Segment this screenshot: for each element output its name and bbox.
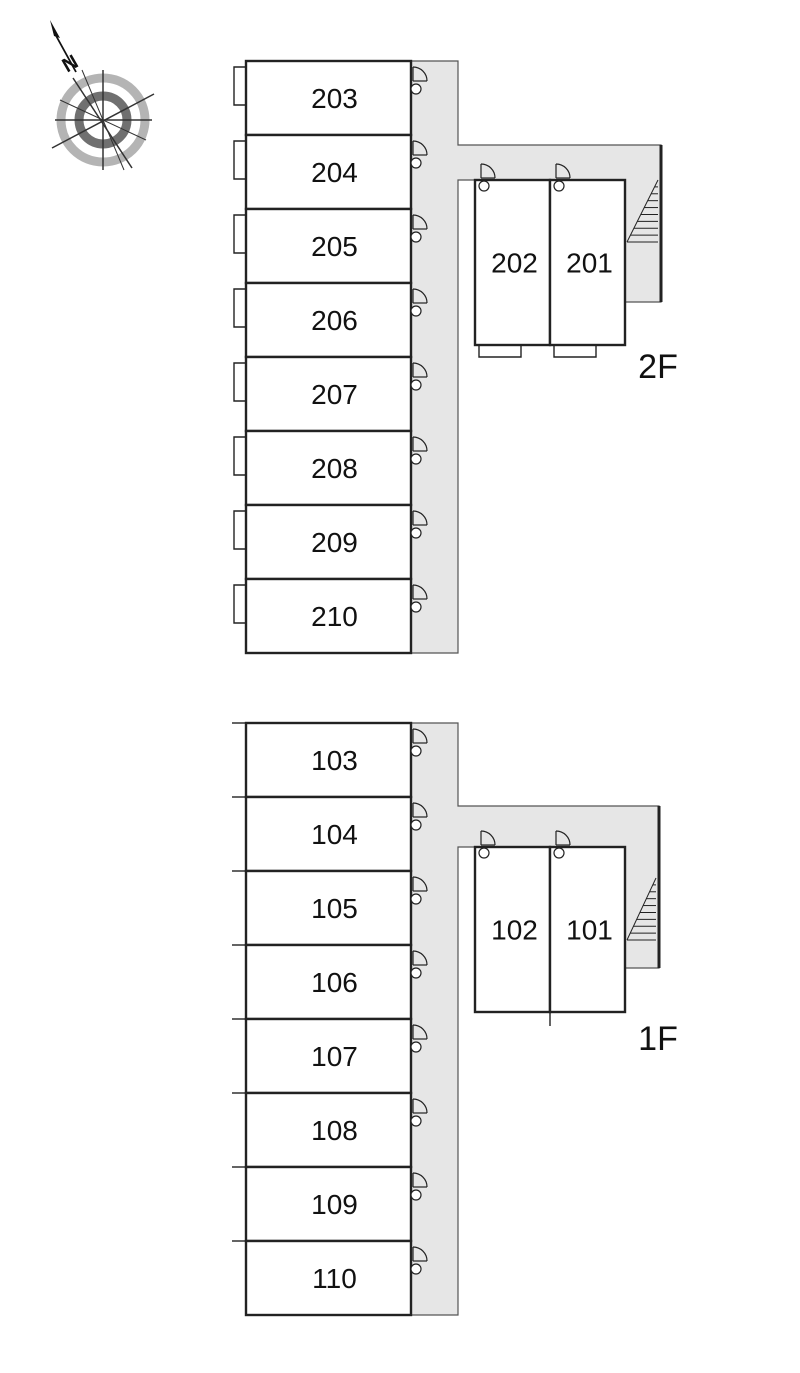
- door-icon: [410, 66, 428, 95]
- floor-label-2f: 2F: [638, 348, 678, 386]
- door-icon: [410, 1024, 428, 1053]
- room-208: 208: [233, 429, 428, 507]
- room-105: 105: [232, 869, 428, 947]
- room-label-109: 109: [311, 1189, 358, 1220]
- room-103: 103: [232, 721, 428, 799]
- door-icon: [410, 140, 428, 169]
- room-label-102: 102: [491, 915, 538, 946]
- door-icon: [410, 510, 428, 539]
- room-204: 204: [233, 133, 428, 211]
- room-label-205: 205: [311, 231, 358, 262]
- door-icon: [410, 362, 428, 391]
- door-icon: [410, 1172, 428, 1201]
- compass-north-label: N: [59, 51, 83, 77]
- room-label-110: 110: [312, 1263, 357, 1294]
- door-icon: [410, 1246, 428, 1275]
- room-209: 209: [233, 503, 428, 581]
- room-207: 207: [233, 355, 428, 433]
- room-107: 107: [232, 1017, 428, 1095]
- room-202: 202: [473, 163, 552, 358]
- door-icon: [478, 163, 496, 192]
- room-label-202: 202: [491, 248, 538, 279]
- room-106: 106: [232, 943, 428, 1021]
- room-108: 108: [232, 1091, 428, 1169]
- room-104: 104: [232, 795, 428, 873]
- room-label-108: 108: [311, 1115, 358, 1146]
- room-label-201: 201: [566, 248, 613, 279]
- room-206: 206: [233, 281, 428, 359]
- room-205: 205: [233, 207, 428, 285]
- room-101: 101: [548, 830, 627, 1014]
- room-label-208: 208: [311, 453, 358, 484]
- floor-label-1f: 1F: [638, 1020, 678, 1058]
- room-109: 109: [232, 1165, 428, 1243]
- door-icon: [478, 830, 496, 859]
- room-label-106: 106: [311, 967, 358, 998]
- room-label-210: 210: [311, 601, 358, 632]
- room-label-104: 104: [311, 819, 358, 850]
- room-label-101: 101: [566, 915, 613, 946]
- door-icon: [410, 436, 428, 465]
- 1f-stairs-icon: [626, 877, 657, 941]
- room-102: 102: [473, 830, 552, 1014]
- door-icon: [410, 950, 428, 979]
- door-icon: [410, 288, 428, 317]
- room-label-209: 209: [311, 527, 358, 558]
- room-201: 201: [548, 163, 627, 358]
- room-label-103: 103: [311, 745, 358, 776]
- door-icon: [410, 802, 428, 831]
- room-label-203: 203: [311, 83, 358, 114]
- room-110: 110: [232, 1239, 428, 1317]
- north-arrow-icon: [50, 20, 60, 38]
- room-label-204: 204: [311, 157, 358, 188]
- door-icon: [410, 214, 428, 243]
- room-label-107: 107: [311, 1041, 358, 1072]
- floor-2f-plan: 203 204 205 206 207 208 209 210 202 201 2F: [233, 59, 678, 655]
- room-label-207: 207: [311, 379, 358, 410]
- door-icon: [410, 728, 428, 757]
- 2f-corridor: [410, 60, 662, 654]
- room-label-105: 105: [311, 893, 358, 924]
- door-icon: [410, 1098, 428, 1127]
- door-icon: [410, 584, 428, 613]
- compass-icon: N: [50, 20, 155, 171]
- 1f-corridor: [410, 722, 660, 1316]
- door-icon: [553, 830, 571, 859]
- room-label-206: 206: [311, 305, 358, 336]
- floor-1f-plan: 103 104 105 106 107 108 109 110 102 101 1F: [232, 721, 678, 1317]
- room-210: 210: [233, 577, 428, 655]
- room-203: 203: [233, 59, 428, 137]
- door-icon: [553, 163, 571, 192]
- 2f-stairs-icon: [626, 179, 659, 243]
- door-icon: [410, 876, 428, 905]
